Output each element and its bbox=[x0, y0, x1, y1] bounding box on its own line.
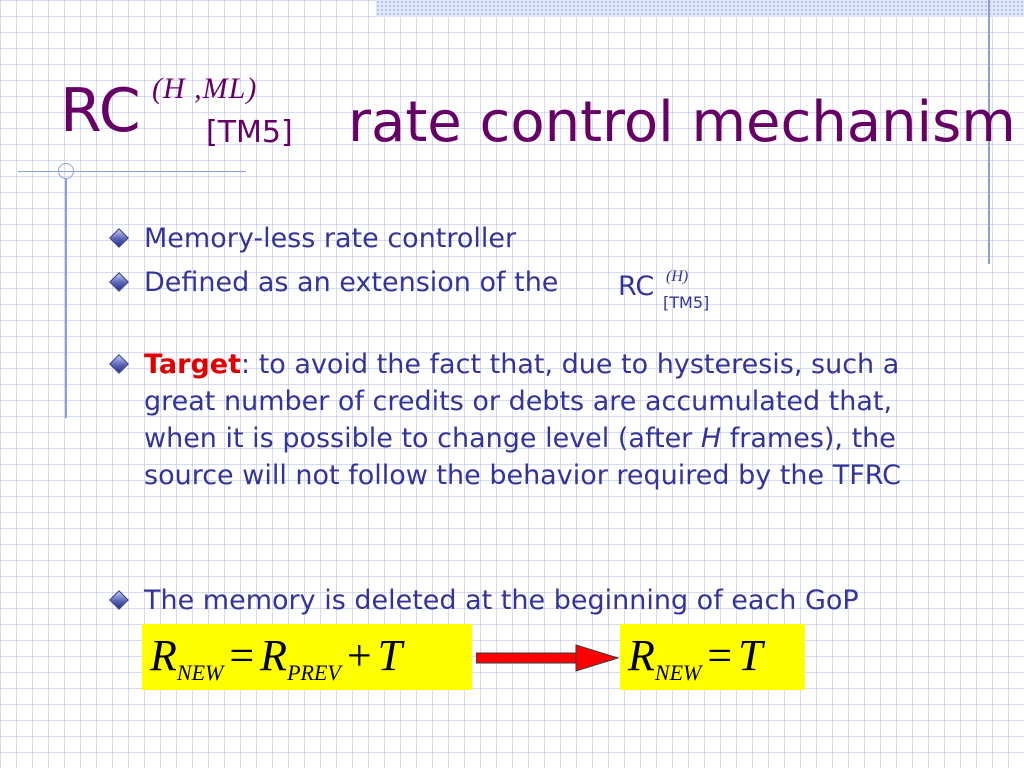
eq-r-new: R bbox=[628, 631, 655, 680]
equation-before: RNEW=RPREV+T bbox=[142, 624, 472, 690]
diamond-bullet-icon bbox=[109, 272, 129, 292]
eq-r-new-subscript: NEW bbox=[176, 660, 224, 685]
title-superscript: (H ,ML) bbox=[152, 72, 258, 105]
eq-equals: = bbox=[229, 631, 255, 680]
eq-equals: = bbox=[707, 631, 733, 680]
bullet-text: Target: to avoid the fact that, due to h… bbox=[144, 346, 944, 494]
title-underline bbox=[18, 171, 246, 172]
inline-rc-base: RC bbox=[618, 271, 655, 302]
inline-rc-superscript: (H) bbox=[666, 268, 689, 285]
eq-t: T bbox=[377, 631, 403, 680]
inline-rc-subscript: [TM5] bbox=[663, 293, 710, 312]
inline-rc-expression: RC (H) [TM5] bbox=[618, 264, 738, 312]
right-accent-line bbox=[988, 0, 990, 264]
eq-r-prev-subscript: PREV bbox=[287, 660, 341, 685]
title-rc: RC bbox=[60, 76, 141, 146]
bullet-text: Memory-less rate controller bbox=[144, 223, 517, 254]
eq-r-new-subscript: NEW bbox=[654, 660, 702, 685]
top-decorative-band bbox=[376, 0, 1024, 17]
eq-t: T bbox=[738, 631, 763, 680]
right-arrow-icon bbox=[476, 644, 620, 672]
decorative-circle-icon bbox=[58, 163, 74, 179]
diamond-bullet-icon bbox=[109, 354, 129, 374]
title-text: rate control mechanism bbox=[348, 90, 1016, 155]
target-text-part2: frames), the source will not follow the … bbox=[144, 423, 902, 491]
bullet-text: Defined as an extension of the bbox=[144, 267, 559, 298]
eq-r-new: R bbox=[150, 631, 177, 680]
equation-after: RNEW=T bbox=[620, 624, 805, 690]
target-symbol-h: H bbox=[700, 423, 722, 454]
title-subscript: [TM5] bbox=[206, 115, 293, 150]
bullet-text: The memory is deleted at the beginning o… bbox=[144, 585, 859, 616]
target-text-part1: : to avoid the fact that, due to hystere… bbox=[144, 349, 900, 454]
eq-r-prev: R bbox=[260, 631, 288, 680]
diamond-bullet-icon bbox=[109, 228, 129, 248]
diamond-bullet-icon bbox=[109, 590, 129, 610]
target-label: Target bbox=[144, 349, 242, 380]
eq-plus: + bbox=[346, 631, 372, 680]
left-accent-line bbox=[65, 178, 67, 418]
